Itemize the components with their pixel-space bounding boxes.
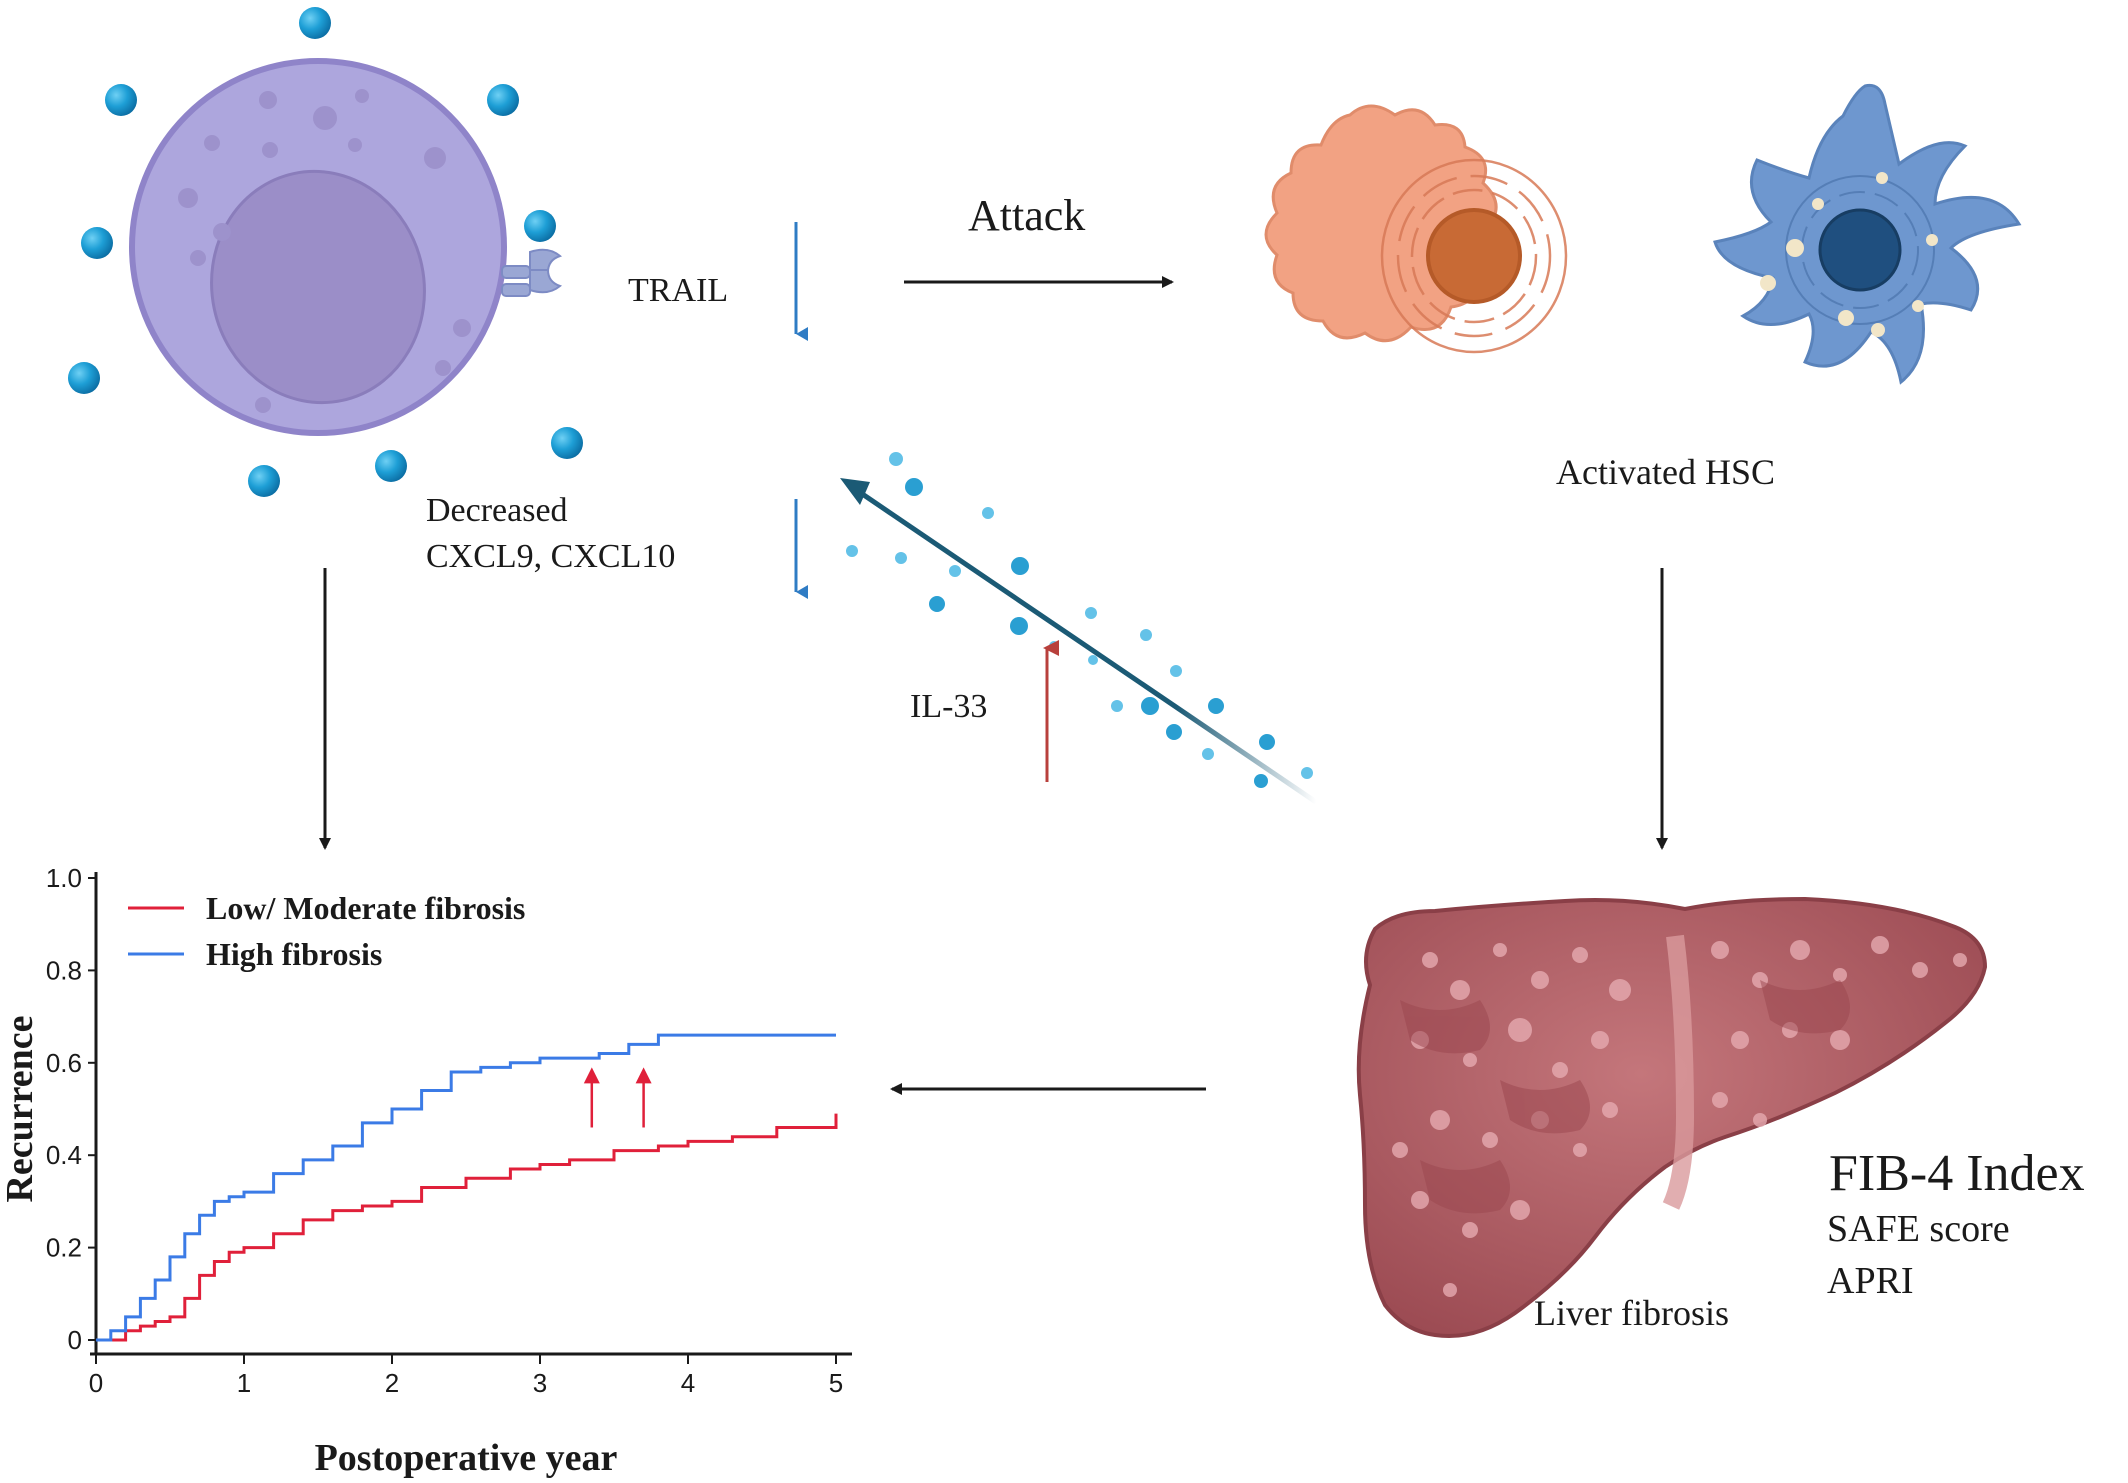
x-tick-label: 4: [681, 1368, 695, 1398]
annotation-arrow-head: [583, 1067, 600, 1084]
y-tick-label: 0.2: [46, 1233, 82, 1263]
nk-cell: [68, 7, 583, 497]
safe-score-label: SAFE score: [1827, 1208, 2010, 1250]
nk-surface-beads: [68, 7, 583, 497]
y-tick-label: 0.4: [46, 1140, 82, 1170]
il33-arrow: [850, 484, 1318, 805]
trail-label: TRAIL: [628, 272, 729, 309]
legend-label: Low/ Moderate fibrosis: [206, 890, 525, 926]
trail-receptor: [501, 248, 563, 297]
nk-cell-nucleus: [210, 169, 426, 405]
decreased-label: Decreased: [426, 492, 568, 529]
liver-fibrosis-label: Liver fibrosis: [1534, 1293, 1729, 1333]
hsc-cell: [1713, 83, 2022, 385]
series-line-low-moderate: [96, 1113, 838, 1342]
nk-cell-granules: [178, 89, 471, 413]
y-tick-label: 0.8: [46, 955, 82, 985]
hepatocyte-cell: [1264, 104, 1568, 354]
y-tick-label: 0: [68, 1325, 82, 1355]
x-tick-label: 5: [829, 1368, 843, 1398]
y-tick-label: 1.0: [46, 863, 82, 893]
y-tick-label: 0.6: [46, 1048, 82, 1078]
x-tick-label: 0: [89, 1368, 103, 1398]
liver-image: [1356, 896, 1988, 1339]
legend-label: High fibrosis: [206, 936, 382, 972]
attack-label: Attack: [968, 191, 1086, 240]
annotation-arrow-head: [635, 1067, 652, 1084]
y-axis-label: Recurrence: [0, 1015, 41, 1202]
chemokines-label: CXCL9, CXCL10: [426, 538, 676, 575]
il33-label: IL-33: [910, 688, 988, 725]
apri-label: APRI: [1827, 1260, 1914, 1302]
x-tick-label: 3: [533, 1368, 547, 1398]
x-tick-label: 2: [385, 1368, 399, 1398]
series-line-high: [96, 1033, 836, 1342]
fib4-label: FIB-4 Index: [1829, 1145, 2085, 1202]
il33-stream: [840, 452, 1318, 805]
activated-hsc-label: Activated HSC: [1556, 452, 1775, 492]
x-axis-label: Postoperative year: [315, 1437, 618, 1479]
x-tick-label: 1: [237, 1368, 251, 1398]
